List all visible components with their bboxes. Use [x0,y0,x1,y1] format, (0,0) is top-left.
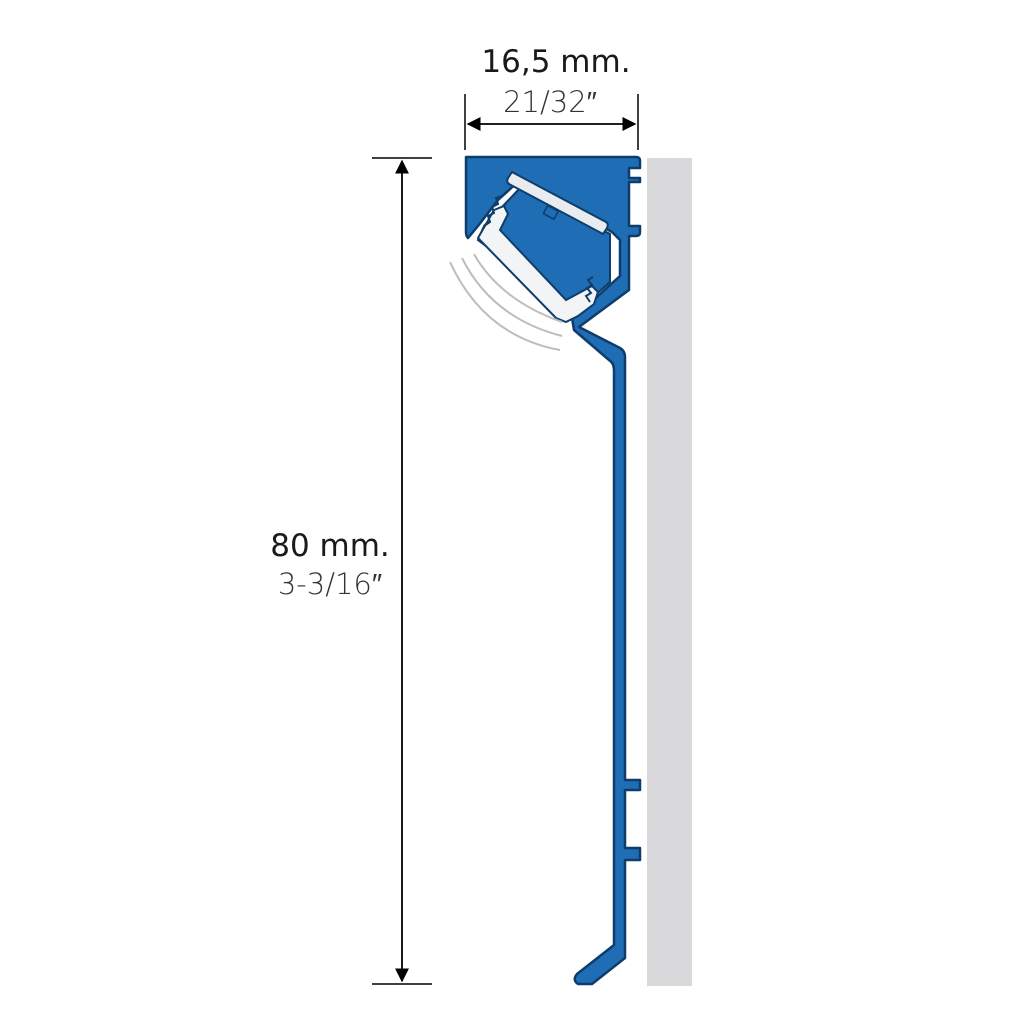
width-metric-label: 16,5 mm. [481,44,630,80]
aluminium-profile [464,155,642,986]
led-strip [506,170,609,236]
height-metric-label: 80 mm. [270,528,390,564]
light-emission-arcs [449,253,563,351]
width-imperial-label: 21/32″ [503,85,597,119]
grip-teeth-left [483,195,503,227]
grip-teeth-right [584,276,594,303]
led-chip [542,204,560,221]
wall [647,158,692,986]
height-imperial-label: 3-3/16″ [278,567,382,601]
